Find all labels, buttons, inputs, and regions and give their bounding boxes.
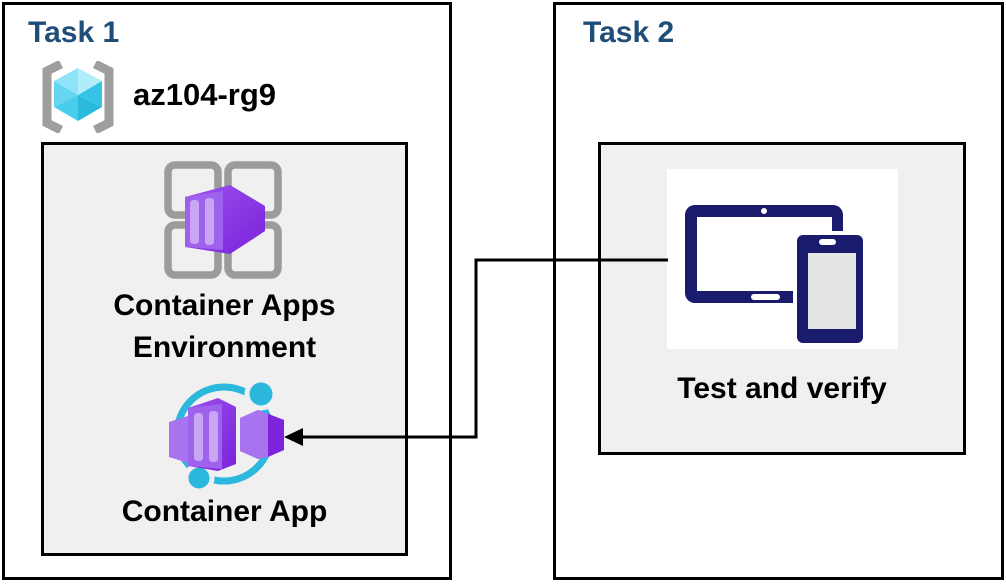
environment-label-line2: Environment [132, 331, 317, 364]
container-box-icon [185, 185, 265, 254]
cube-icon [54, 68, 102, 121]
left-bracket-icon [42, 61, 64, 133]
environment-label: Container Apps Environment [44, 285, 405, 369]
task1-title: Task 1 [28, 16, 120, 49]
replica-dot-icon [244, 378, 278, 411]
test-and-verify-label: Test and verify [677, 372, 887, 405]
right-bracket-icon [92, 61, 114, 133]
task1-panel: Task 1 az104-rg9 [2, 2, 452, 580]
phone-icon [793, 231, 867, 347]
resource-group-name: az104-rg9 [133, 77, 277, 112]
container-app-label: Container App [121, 495, 328, 528]
task2-panel: Task 2 Test and verif [553, 2, 1004, 580]
task2-title: Task 2 [583, 16, 675, 49]
environment-label-line1: Container Apps [113, 289, 336, 322]
tablet-and-phone-icon [685, 205, 867, 347]
container-apps-environment-box: Container Apps Environment [41, 142, 408, 556]
container-box-icon [169, 398, 284, 471]
resource-group-icon [42, 61, 114, 133]
devices-icon-panel [667, 169, 898, 349]
test-and-verify-box: Test and verify [598, 142, 966, 455]
container-apps-environment-icon [164, 161, 282, 279]
container-app-icon [169, 378, 284, 493]
